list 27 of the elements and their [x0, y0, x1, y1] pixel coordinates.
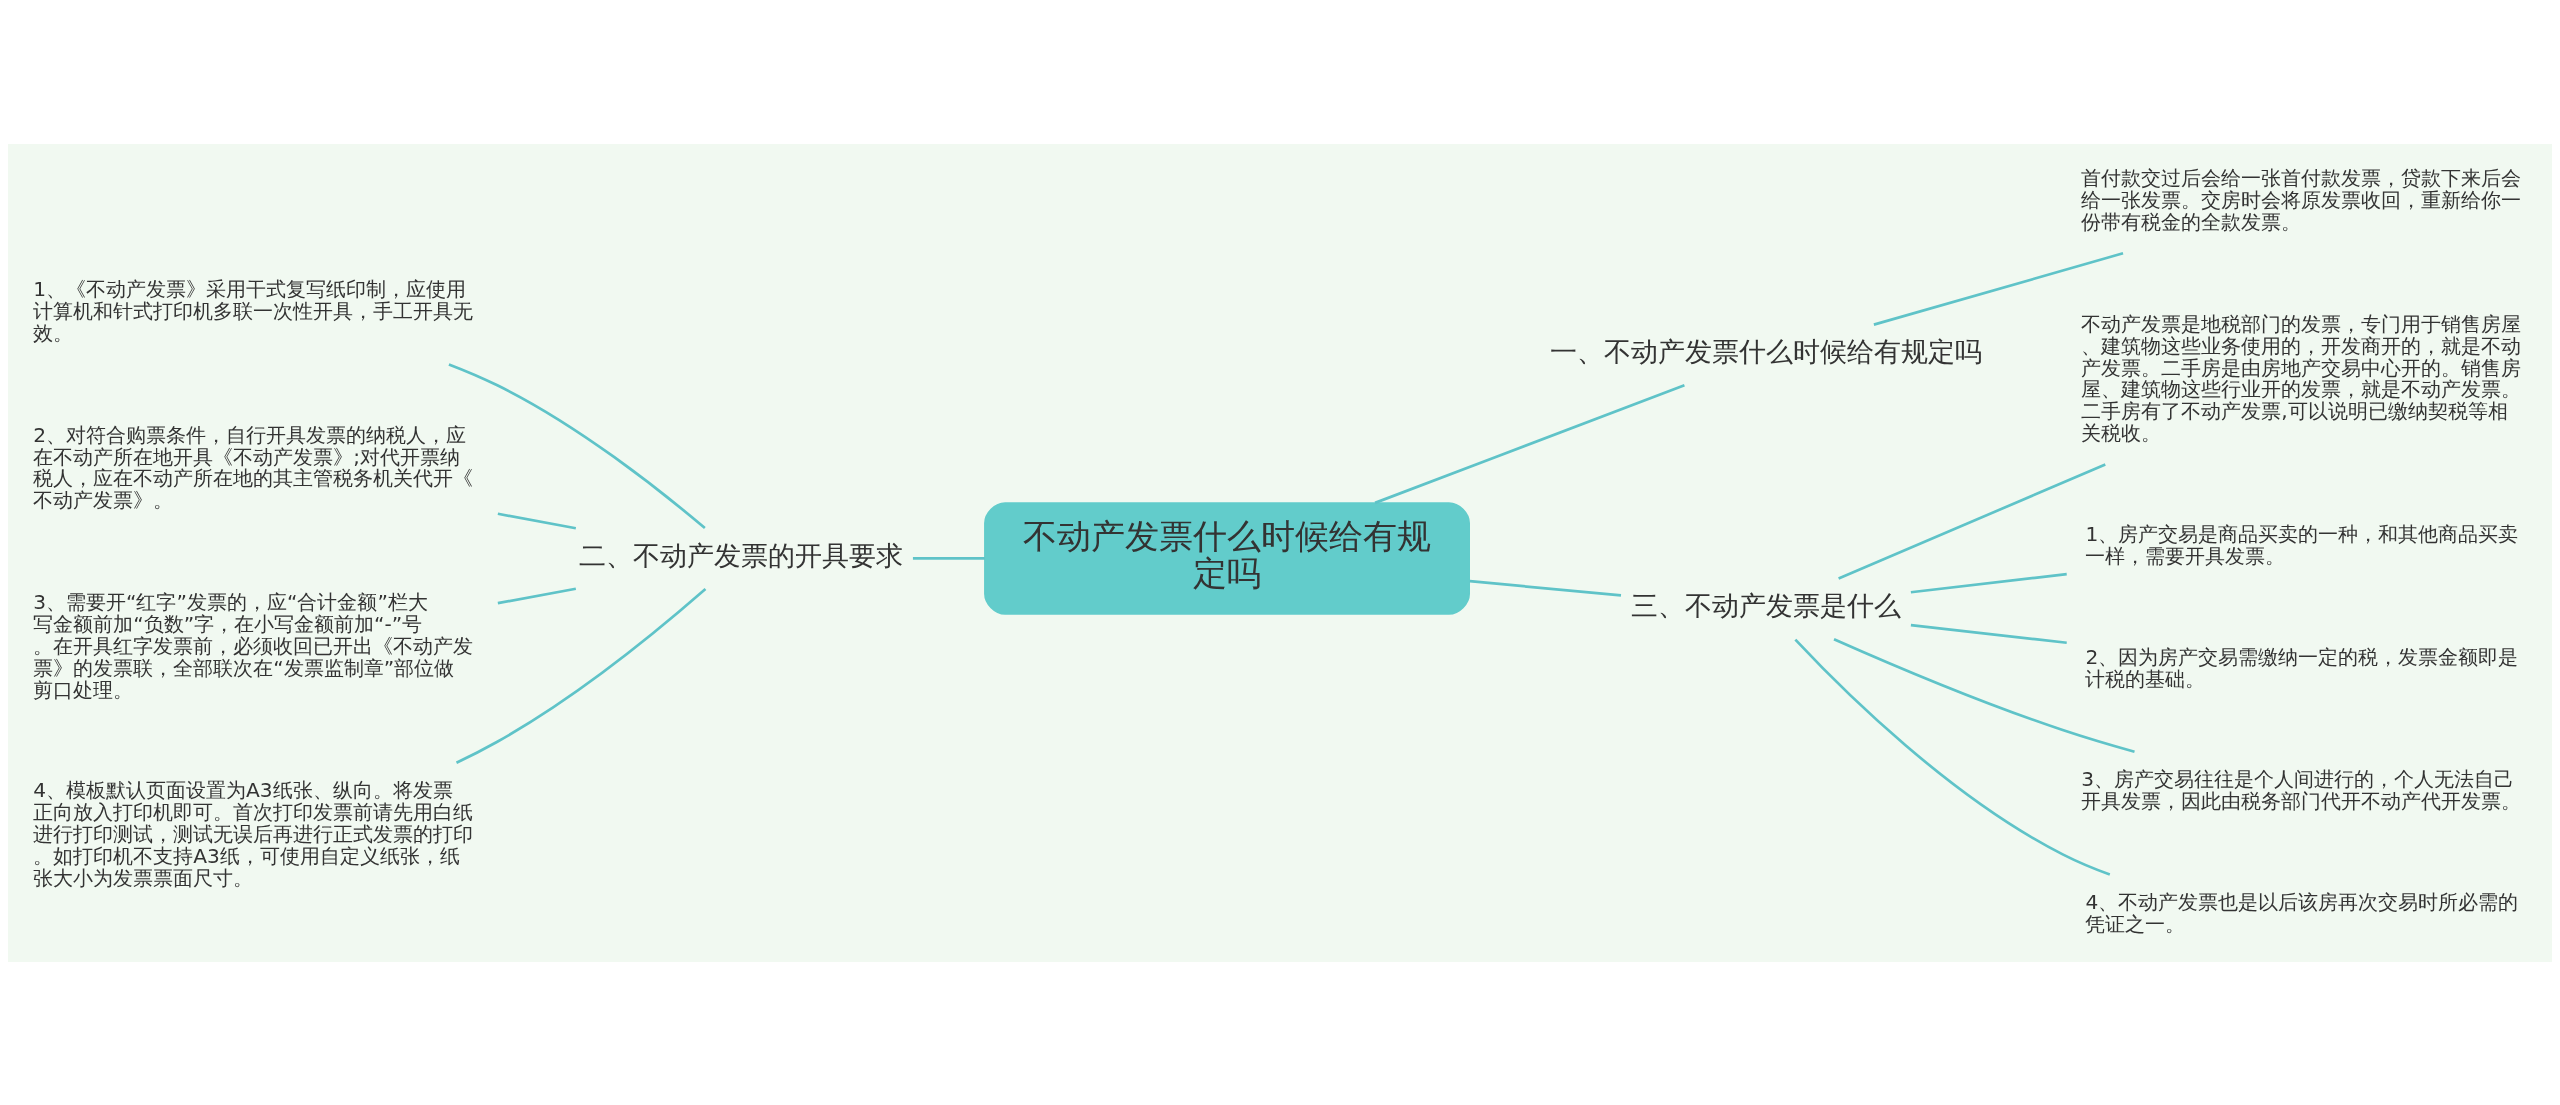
connector: [455, 587, 707, 764]
connector: [1374, 383, 1685, 504]
connector: [1469, 579, 1622, 597]
connector: [497, 586, 577, 604]
node-text: 2、对符合购票条件，自行开具发票的纳税人，应在不动产所在地开具《不动产发票》;对代开票纳税人，应在不动产所在地的其主管税务机关代开《不动产发票》。: [33, 422, 474, 512]
connector: [1910, 572, 2067, 594]
node-text: 3、需要开“红字”发票的，应“合计金额”栏大写金额前加“负数”字，在小写金额前加“-”号。在开具红字发票前，必须收回已开出《不动产发票》的发票联，全部联次在“发票监制章”部位做剪口处理。: [33, 589, 474, 702]
node-text: 1、《不动产发票》采用干式复写纸印制，应使用计算机和针式打印机多联一次性开具，手工开具无效。: [33, 276, 474, 345]
connector: [912, 556, 985, 560]
node-text: 首付款交过后会给一张首付款发票，贷款下来后会给一张发票。交房时会将原发票收回，重新给你一份带有税金的全款发票。: [2081, 165, 2522, 234]
node-text: 1、房产交易是商品买卖的一种，和其他商品买卖一样，需要开具发票。: [2085, 521, 2519, 568]
connector: [1910, 623, 2067, 644]
node-text: 2、因为房产交易需缴纳一定的税，发票金额即是计税的基础。: [2085, 644, 2519, 691]
connector: [1873, 251, 2124, 326]
connector: [448, 362, 706, 529]
connector: [1794, 638, 2111, 876]
node-text: 一、不动产发票什么时候给有规定吗: [1549, 335, 1982, 367]
connector: [497, 511, 577, 530]
node-text: 3、房产交易往往是个人间进行的，个人无法自己开具发票，因此由税务部门代开不动产代开发票。: [2081, 766, 2522, 813]
node-text: 三、不动产发票是什么: [1630, 589, 1901, 621]
node-text: 二、不动产发票的开具要求: [579, 539, 904, 571]
node-text: 4、模板默认页面设置为A3纸张、纵向。将发票正向放入打印机即可。首次打印发票前请先用白纸进行打印测试，测试无误后再进行正式发票的打印。如打印机不支持A3纸，可使用自定义纸张，纸张大小为发票票面尺寸。: [33, 777, 474, 890]
node-text: 不动产发票是地税部门的发票，专门用于销售房屋、建筑物这些业务使用的，开发商开的，就是不动产发票。二手房是由房地产交易中心开的。销售房屋、建筑物这些行业开的发票，就是不动产发票。二手房有了不动产发票,可以说明已缴纳契税等相关税收。: [2081, 311, 2522, 445]
connector: [1838, 462, 2106, 580]
node-text: 4、不动产发票也是以后该房再次交易时所必需的凭证之一。: [2085, 889, 2519, 936]
connector: [1833, 637, 2135, 753]
node-box: 不动产发票什么时候给有规定吗: [984, 501, 1470, 615]
